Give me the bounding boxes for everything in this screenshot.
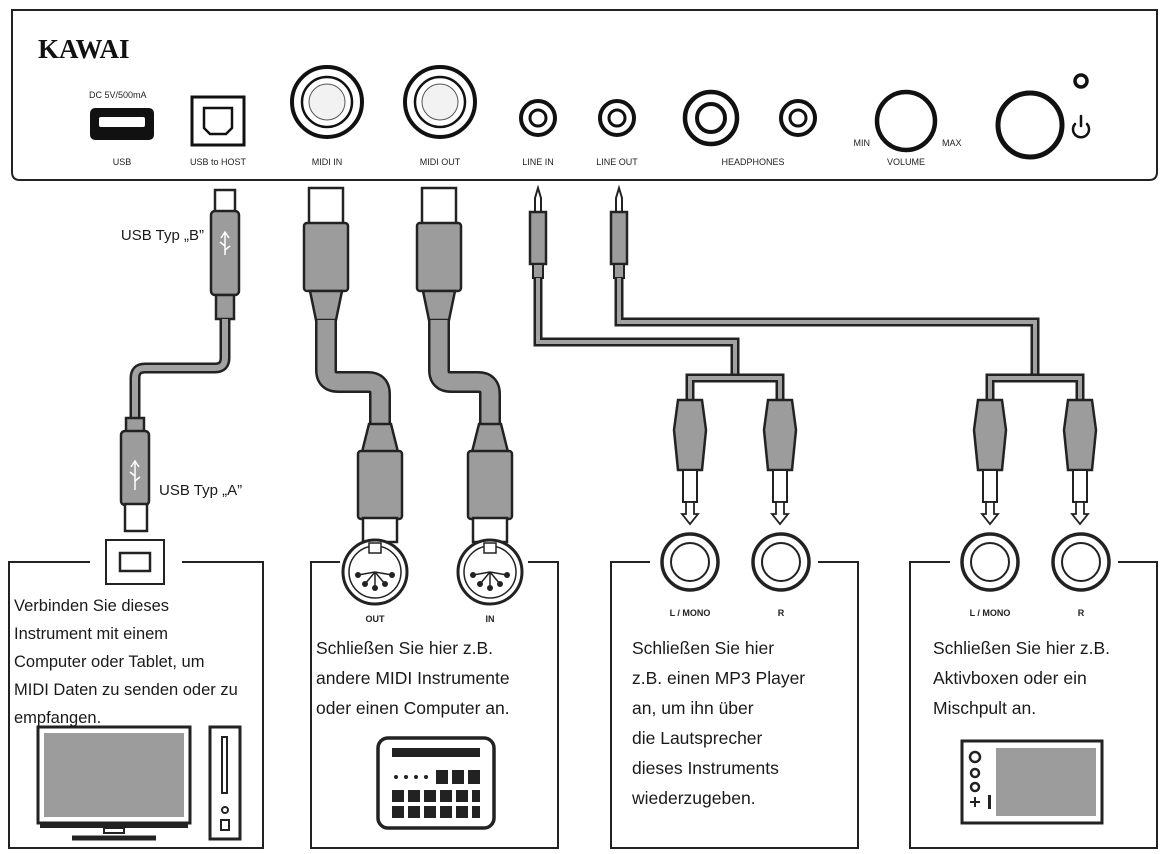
device-midi-out-label: OUT xyxy=(366,614,386,624)
usb-host-port-label: USB to HOST xyxy=(190,157,247,167)
device-line-in-left-label: L / MONO xyxy=(670,608,711,618)
description-line: Schließen Sie hier z.B. xyxy=(316,638,494,658)
midi-plug-bottom xyxy=(356,449,404,521)
device-line-out-right-label: R xyxy=(1078,608,1085,618)
midi-plug-top xyxy=(415,221,463,293)
description-line: Mischpult an. xyxy=(933,698,1037,718)
power-icon xyxy=(1071,114,1091,139)
volume-knob[interactable] xyxy=(874,89,938,153)
device-midi-in-port xyxy=(456,538,524,606)
midi-out-port-label: MIDI OUT xyxy=(420,157,461,167)
midi-device-description: Schließen Sie hier z.B. andere MIDI Inst… xyxy=(316,633,510,723)
volume-label: VOLUME xyxy=(887,157,925,167)
jack-plug-right xyxy=(762,398,798,472)
device-midi-out-port xyxy=(341,538,409,606)
usb-a-port[interactable] xyxy=(90,108,154,140)
description-line: wiederzugeben. xyxy=(632,788,756,808)
mini-jack-plug xyxy=(609,210,629,266)
description-line: die Lautsprecher xyxy=(632,728,763,748)
power-button[interactable] xyxy=(995,90,1065,160)
midi-device-box xyxy=(310,561,559,849)
jack-plug-left xyxy=(972,398,1008,472)
line-in-jack[interactable] xyxy=(519,99,557,137)
line-out-jack[interactable] xyxy=(598,99,636,137)
device-midi-in-label: IN xyxy=(486,614,495,624)
mini-jack-plug xyxy=(528,210,548,266)
description-line: empfangen. xyxy=(14,709,102,727)
mixer-device-icon xyxy=(960,739,1104,825)
midi-out-port[interactable] xyxy=(403,65,477,139)
headphones-jack-large[interactable] xyxy=(682,89,740,147)
description-line: oder einen Computer an. xyxy=(316,698,510,718)
volume-max-label: MAX xyxy=(942,138,962,148)
instrument-panel: KAWAI DC 5V/500mA USB USB to HOST MIDI I… xyxy=(11,9,1158,181)
line-out-jack-label: LINE OUT xyxy=(596,157,638,167)
usb-b-symbol-icon xyxy=(219,230,231,255)
device-line-in-right-label: R xyxy=(778,608,785,618)
midi-in-port[interactable] xyxy=(290,65,364,139)
usb-port-label: USB xyxy=(113,157,132,167)
midi-controller-icon xyxy=(376,736,496,830)
description-line: an, um ihn über xyxy=(632,698,754,718)
description-line: andere MIDI Instrumente xyxy=(316,668,510,688)
line-in-device-box xyxy=(610,561,859,849)
description-line: Instrument mit einem xyxy=(14,625,169,643)
usb-a-label: USB Typ „A” xyxy=(159,482,242,499)
usb-b-label: USB Typ „B” xyxy=(121,227,204,244)
usb-spec-label: DC 5V/500mA xyxy=(89,90,147,100)
midi-cable-2 xyxy=(415,186,514,544)
device-line-out-left-label: L / MONO xyxy=(970,608,1011,618)
description-line: Aktivboxen oder ein xyxy=(933,668,1087,688)
description-line: Verbinden Sie dieses xyxy=(14,597,170,615)
description-line: z.B. einen MP3 Player xyxy=(632,668,806,688)
computer-monitor-icon xyxy=(36,725,192,841)
headphones-jack-small[interactable] xyxy=(779,99,817,137)
power-indicator-led xyxy=(1073,73,1089,89)
midi-in-port-label: MIDI IN xyxy=(312,157,343,167)
midi-plug-bottom xyxy=(466,449,514,521)
kawai-logo: KAWAI xyxy=(38,34,130,64)
jack-plug-left xyxy=(672,398,708,472)
usb-cable: USB Typ „B” USB Typ „A” xyxy=(105,188,242,585)
midi-cable-1 xyxy=(302,186,404,544)
volume-min-label: MIN xyxy=(854,138,871,148)
line-in-jack-label: LINE IN xyxy=(522,157,554,167)
jack-plug-right xyxy=(1062,398,1098,472)
usb-device-box xyxy=(8,561,264,849)
description-line: MIDI Daten zu senden oder zu xyxy=(14,681,238,699)
description-line: dieses Instruments xyxy=(632,758,779,778)
line-out-cable xyxy=(609,184,1098,526)
description-line: Schließen Sie hier xyxy=(632,638,775,658)
line-out-device-box xyxy=(909,561,1158,849)
midi-plug-top xyxy=(302,221,350,293)
line-out-device-description: Schließen Sie hier z.B. Aktivboxen oder … xyxy=(933,633,1110,723)
line-in-device-description: Schließen Sie hier z.B. einen MP3 Player… xyxy=(632,633,805,813)
usb-b-port[interactable] xyxy=(190,95,246,147)
line-in-cable xyxy=(528,184,798,526)
usb-device-description: Verbinden Sie dieses Instrument mit eine… xyxy=(14,592,238,732)
device-usb-port xyxy=(105,539,165,585)
headphones-label: HEADPHONES xyxy=(721,157,784,167)
usb-a-symbol-icon xyxy=(129,459,141,490)
description-line: Computer oder Tablet, um xyxy=(14,653,205,671)
computer-tower-icon xyxy=(208,725,242,841)
description-line: Schließen Sie hier z.B. xyxy=(933,638,1111,658)
